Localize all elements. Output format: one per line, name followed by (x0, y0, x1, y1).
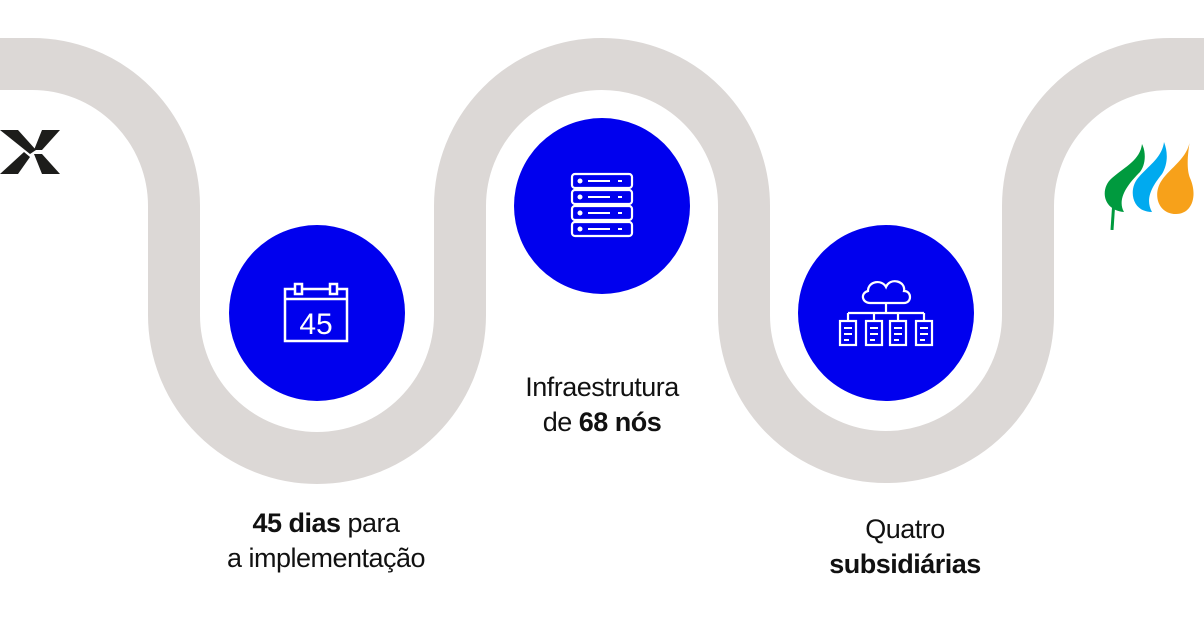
step-1-text: para (340, 508, 401, 538)
step-3-line1: Quatro (865, 514, 945, 544)
step-3-label: Quatro subsidiárias (775, 512, 1035, 582)
x-logo (0, 130, 60, 174)
cloud-network-icon (838, 280, 934, 347)
server-icon (570, 172, 634, 238)
step-2-label: Infraestrutura de 68 nós (472, 370, 732, 440)
three-leaves-logo (1104, 140, 1194, 230)
step-2-text: de (542, 407, 579, 437)
step-2-circle (514, 118, 690, 294)
step-2-bold: 68 nós (578, 407, 662, 437)
step-3-bold: subsidiárias (829, 549, 981, 579)
step-3-circle (798, 225, 974, 401)
step-2-line1: Infraestrutura (525, 372, 679, 402)
calendar-number: 45 (299, 308, 332, 341)
calendar-icon: 45 (283, 282, 349, 343)
step-1-bold: 45 dias (252, 508, 341, 538)
step-1-line2: a implementação (226, 543, 426, 573)
step-1-circle: 45 (229, 225, 405, 401)
step-1-label: 45 dias para a implementação (196, 506, 456, 576)
